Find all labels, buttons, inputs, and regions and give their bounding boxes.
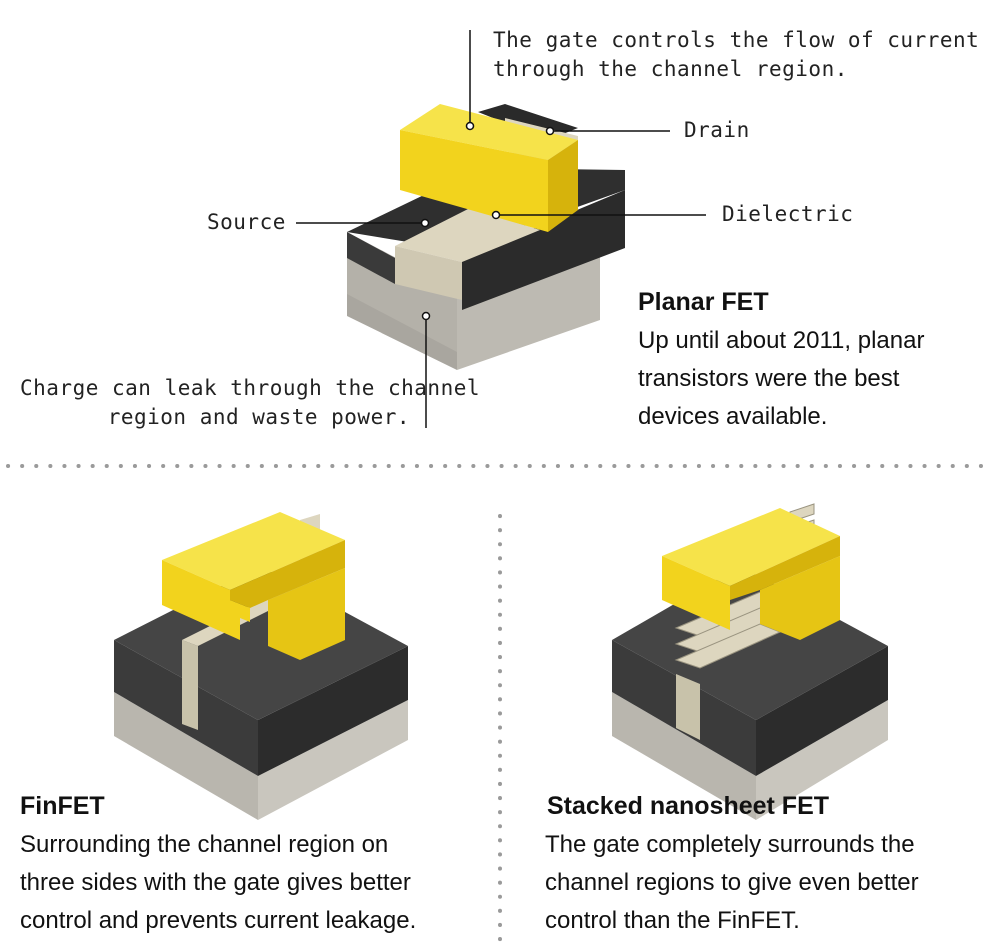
nanosheet-gate-top — [662, 508, 840, 586]
planar-fet-description: Up until about 2011, planar transistors … — [638, 322, 924, 436]
finfet-gate-top — [162, 512, 345, 590]
planar-channel-top — [395, 208, 540, 262]
planar-desc-line-2: transistors were the best — [638, 365, 900, 392]
planar-gate-front — [400, 130, 548, 232]
planar-oxide-left — [347, 232, 395, 284]
planar-desc-line-1: Up until about 2011, planar — [638, 327, 925, 354]
finfet-title: FinFET — [20, 792, 105, 820]
planar-fet-title: Planar FET — [638, 288, 769, 316]
finfet-gate-right — [268, 568, 345, 660]
gate-annotation: The gate controls the flow of current th… — [493, 26, 979, 84]
planar-gate-top — [400, 104, 578, 160]
nanosheet-pedestal — [676, 674, 700, 740]
finfet-description: Surrounding the channel region on three … — [20, 826, 416, 940]
leak-annotation-line-2: region and waste power. — [107, 405, 410, 429]
nanosheet-description: The gate completely surrounds the channe… — [545, 826, 919, 940]
nanosheet-oxide-front — [756, 646, 888, 776]
finfet-desc-line-3: control and prevents current leakage. — [20, 907, 417, 934]
planar-oxide-right — [462, 190, 625, 310]
nanosheet-gate-mid — [730, 536, 840, 600]
nanosheet-illustration — [612, 503, 888, 820]
drain-label: Drain — [684, 118, 750, 142]
leak-annotation-line-1: Charge can leak through the channel — [20, 376, 481, 400]
nanosheet-desc-line-1: The gate completely surrounds the — [545, 831, 915, 858]
dielectric-label: Dielectric — [722, 202, 854, 226]
planar-substrate-left — [347, 290, 457, 370]
finfet-gate-mid — [230, 540, 345, 608]
finfet-fin-front — [182, 640, 198, 730]
planar-leader-lines — [296, 30, 706, 428]
finfet-desc-line-1: Surrounding the channel region on — [20, 831, 389, 858]
gate-annotation-line-1: The gate controls the flow of current — [493, 28, 980, 52]
planar-gate-side — [548, 140, 578, 232]
finfet-desc-line-2: three sides with the gate gives better — [20, 869, 411, 896]
finfet-substrate-front — [258, 700, 408, 820]
planar-leader-dots — [420, 121, 555, 321]
planar-fet-illustration — [347, 104, 625, 370]
finfet-oxide-front — [258, 646, 408, 776]
nanosheet-gate-left — [662, 556, 730, 630]
source-label: Source — [207, 210, 286, 234]
nanosheet-substrate-front — [756, 700, 888, 820]
planar-desc-line-3: devices available. — [638, 403, 828, 430]
nanosheet-sheets-front — [674, 591, 782, 669]
gate-annotation-line-2: through the channel region. — [493, 57, 848, 81]
nanosheet-desc-line-2: channel regions to give even better — [545, 869, 919, 896]
finfet-substrate-left — [114, 692, 258, 820]
nanosheet-gate-right — [760, 556, 840, 640]
leak-annotation: Charge can leak through the channel regi… — [20, 374, 481, 432]
nanosheet-substrate-left — [612, 692, 756, 820]
finfet-illustration — [114, 512, 408, 820]
planar-substrate-front — [457, 242, 600, 370]
planar-channel-front — [395, 246, 462, 300]
nanosheet-title: Stacked nanosheet FET — [547, 792, 830, 820]
finfet-gate-left — [162, 560, 250, 640]
nanosheet-desc-line-3: control than the FinFET. — [545, 907, 800, 934]
